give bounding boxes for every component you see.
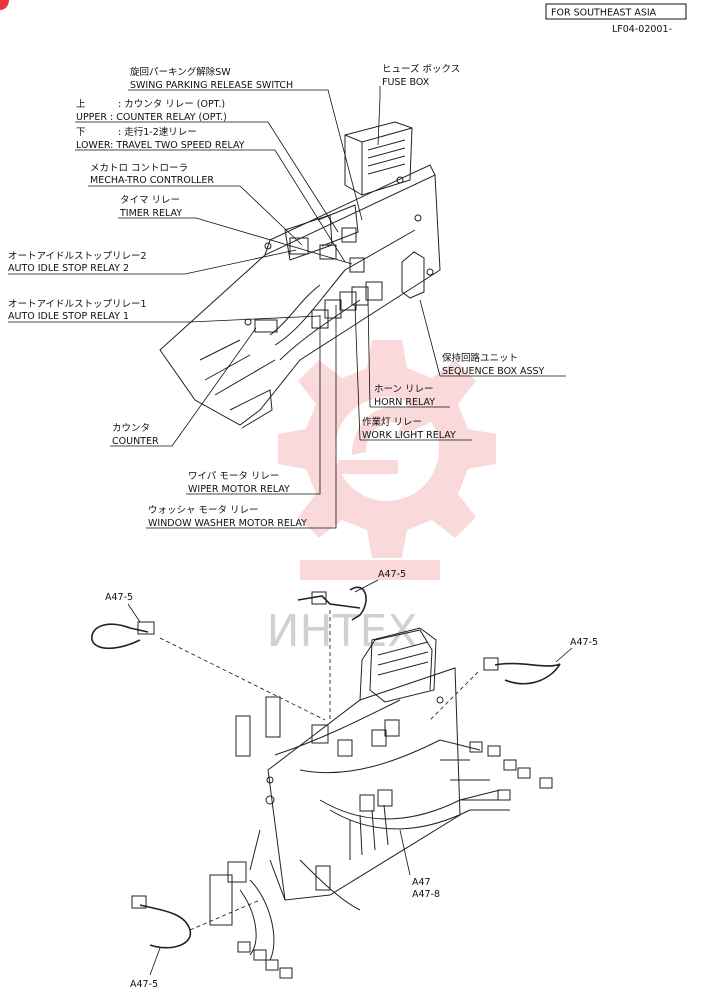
wiper-relay-label-en: WIPER MOTOR RELAY bbox=[188, 484, 290, 495]
leader-lines-lower bbox=[127, 579, 573, 976]
mechatro-label-en: MECHA-TRO CONTROLLER bbox=[90, 175, 214, 186]
swing-parking-label-en: SWING PARKING RELEASE SWITCH bbox=[130, 80, 293, 91]
part-ref-labels: A47-5 A47-5 A47-5 A47 A47-8 A47-5 bbox=[105, 569, 598, 990]
mechatro-label-jp: メカトロ コントローラ bbox=[90, 163, 188, 174]
watermark-text: ИНТЕХ bbox=[267, 606, 418, 657]
timer-relay-label-jp: タイマ リレー bbox=[120, 195, 180, 206]
auto-idle-2-label-jp: オートアイドルストップリレー2 bbox=[8, 251, 147, 262]
region-box bbox=[545, 3, 687, 20]
auto-idle-1-label-en: AUTO IDLE STOP RELAY 1 bbox=[8, 311, 129, 322]
watermark-gear-logo bbox=[278, 340, 496, 580]
ref-a47-5-top: A47-5 bbox=[378, 569, 406, 580]
doc-code: LF04-02001- bbox=[612, 24, 672, 35]
callout-labels: 旋回パーキング解除SW SWING PARKING RELEASE SWITCH… bbox=[8, 63, 545, 529]
travel-relay-label-jp: : 走行1-2速リレー bbox=[118, 126, 197, 138]
ref-a47-8: A47-8 bbox=[412, 889, 440, 900]
swing-parking-label-jp: 旋回パーキング解除SW bbox=[130, 66, 231, 78]
work-light-relay-label-jp: 作業灯 リレー bbox=[362, 416, 422, 428]
travel-relay-label-en: LOWER: TRAVEL TWO SPEED RELAY bbox=[76, 140, 245, 151]
upper-jp-label: 上 bbox=[76, 99, 86, 110]
upper-assembly-drawing bbox=[159, 121, 441, 429]
sequence-box-label-jp: 保持回路ユニット bbox=[442, 352, 518, 364]
ref-a47-5-right: A47-5 bbox=[570, 637, 598, 648]
auto-idle-1-label-jp: オートアイドルストップリレー1 bbox=[8, 299, 147, 310]
fuse-box-label-en: FUSE BOX bbox=[382, 77, 430, 88]
horn-relay-label-en: HORN RELAY bbox=[374, 397, 435, 408]
watermark-arrow-icon bbox=[352, 392, 436, 455]
fuse-box-label-jp: ヒューズ ボックス bbox=[382, 63, 460, 75]
corner-mark-icon bbox=[0, 0, 9, 10]
leader-lines-upper bbox=[8, 86, 566, 529]
harness-pieces bbox=[91, 586, 561, 949]
washer-relay-label-en: WINDOW WASHER MOTOR RELAY bbox=[148, 518, 307, 529]
lower-jp-label: 下 bbox=[76, 127, 86, 138]
horn-relay-label-jp: ホーン リレー bbox=[374, 384, 434, 395]
auto-idle-2-label-en: AUTO IDLE STOP RELAY 2 bbox=[8, 263, 129, 274]
ref-a47: A47 bbox=[412, 877, 431, 888]
sequence-box-label-en: SEQUENCE BOX ASSY bbox=[442, 366, 545, 377]
counter-relay-label-en: UPPER : COUNTER RELAY (OPT.) bbox=[76, 112, 227, 123]
wiper-relay-label-jp: ワイパ モータ リレー bbox=[188, 471, 279, 482]
work-light-relay-label-en: WORK LIGHT RELAY bbox=[362, 430, 456, 441]
watermark-gear-icon bbox=[278, 340, 496, 558]
lower-assembly-drawing bbox=[209, 627, 553, 979]
ref-a47-5-left: A47-5 bbox=[105, 592, 133, 603]
region-label: FOR SOUTHEAST ASIA bbox=[551, 8, 657, 19]
counter-label-jp: カウンタ bbox=[112, 423, 150, 434]
counter-label-en: COUNTER bbox=[112, 436, 159, 447]
washer-relay-label-jp: ウォッシャ モータ リレー bbox=[148, 505, 259, 516]
ref-a47-5-bottom: A47-5 bbox=[130, 979, 158, 990]
timer-relay-label-en: TIMER RELAY bbox=[119, 208, 182, 219]
counter-relay-label-jp: : カウンタ リレー (OPT.) bbox=[118, 99, 225, 110]
